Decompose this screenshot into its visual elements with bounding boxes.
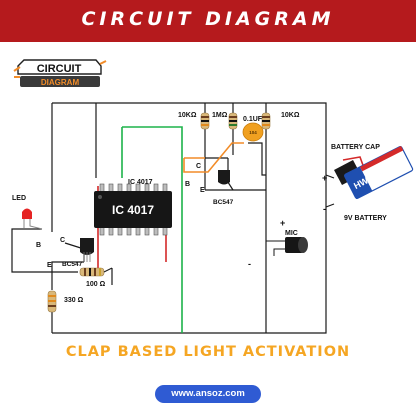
mic-minus-label: - bbox=[248, 259, 251, 269]
resistor-1m bbox=[228, 112, 238, 130]
cap-code: 104 bbox=[249, 130, 257, 135]
resistor-100-ohm bbox=[79, 267, 113, 277]
bc547-right-transistor bbox=[218, 170, 230, 185]
ic-4017-chip: IC 4017 bbox=[94, 183, 172, 236]
logo-line2: DIAGRAM bbox=[41, 78, 80, 87]
res-100-label: 100 Ω bbox=[86, 281, 106, 288]
cap-label: 0.1UF bbox=[243, 116, 263, 123]
left-c-label: C bbox=[60, 237, 65, 244]
left-b-label: B bbox=[36, 242, 41, 249]
website-link[interactable]: www.ansoz.com bbox=[155, 385, 261, 403]
header-banner: CIRCUIT DIAGRAM bbox=[0, 0, 416, 42]
right-bc547-label: BC547 bbox=[213, 199, 234, 206]
bc547-left-transistor bbox=[80, 238, 94, 262]
resistor-10k-left bbox=[200, 112, 210, 130]
battery-plus-label: + bbox=[322, 173, 327, 183]
left-bc547-label: BC547 bbox=[62, 261, 83, 268]
battery-cap-label: BATTERY CAP bbox=[331, 144, 380, 151]
res-330-label: 330 Ω bbox=[64, 297, 84, 304]
ic-top-label: IC 4017 bbox=[128, 179, 153, 186]
nine-volt-battery: HW bbox=[334, 145, 414, 200]
mic-label: MIC bbox=[285, 230, 298, 237]
left-e-label: E bbox=[47, 262, 52, 269]
right-c-label: C bbox=[196, 163, 201, 170]
right-b-label: B bbox=[185, 181, 190, 188]
led-component bbox=[22, 208, 43, 230]
battery-label: 9V BATTERY bbox=[344, 215, 387, 222]
right-e-label: E bbox=[200, 187, 205, 194]
res-10k-right-label: 10KΩ bbox=[281, 112, 300, 119]
res-10k-left-label: 10KΩ bbox=[178, 112, 197, 119]
mic-plus-label: + bbox=[280, 218, 285, 228]
green-wire bbox=[122, 126, 183, 333]
microphone bbox=[266, 237, 308, 256]
footer-title: CLAP BASED LIGHT ACTIVATION bbox=[65, 344, 351, 360]
resistor-330-ohm bbox=[47, 290, 57, 313]
res-1m-label: 1MΩ bbox=[212, 112, 228, 119]
circuit-diagram-logo: CIRCUIT DIAGRAM bbox=[13, 59, 107, 87]
orange-wire bbox=[183, 142, 244, 173]
header-title: CIRCUIT DIAGRAM bbox=[81, 8, 335, 30]
logo-line1: CIRCUIT bbox=[37, 63, 82, 75]
black-wires bbox=[11, 102, 335, 334]
resistor-10k-right bbox=[261, 112, 271, 130]
ceramic-capacitor: 104 bbox=[242, 122, 264, 142]
battery-minus-label: - bbox=[323, 204, 326, 214]
led-label: LED bbox=[12, 195, 26, 202]
ic-body-label: IC 4017 bbox=[112, 203, 154, 217]
